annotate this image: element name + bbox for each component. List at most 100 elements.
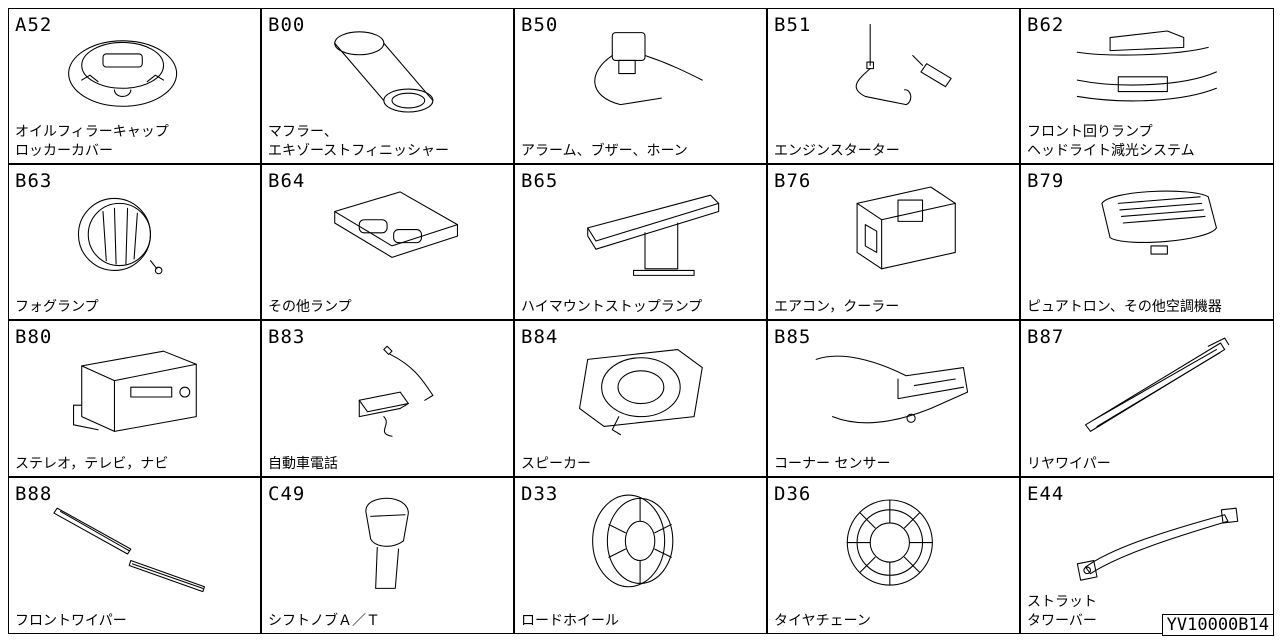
- part-code: E44: [1027, 483, 1065, 505]
- part-label: ロードホイール: [521, 612, 619, 631]
- part-cell-a52[interactable]: A52 オイルフィラーキャップロッカーカバー: [8, 8, 261, 164]
- part-label: 自動車電話: [268, 455, 338, 474]
- road-wheel-icon: [555, 486, 735, 604]
- catalog-code: YV10000B14: [1161, 614, 1274, 636]
- speaker-icon: [555, 329, 735, 447]
- part-label: スピーカー: [521, 455, 591, 474]
- part-code: D33: [521, 483, 559, 505]
- part-code: B85: [774, 326, 812, 348]
- part-label: シフトノブＡ／Ｔ: [268, 612, 380, 631]
- engine-starter-icon: [808, 17, 988, 135]
- part-cell-b79[interactable]: B79 ピュアトロン、その他空調機器: [1020, 164, 1274, 320]
- part-label-line: ストラット: [1027, 594, 1097, 610]
- part-code: B64: [268, 170, 306, 192]
- part-code: B80: [15, 326, 53, 348]
- muffler-icon: [302, 17, 482, 135]
- high-mount-stop-lamp-icon: [555, 173, 735, 291]
- part-cell-b84[interactable]: B84 スピーカー: [514, 320, 767, 477]
- part-label-line: ハイマウントストップランプ: [521, 299, 703, 315]
- part-cell-b51[interactable]: B51 エンジンスターター: [767, 8, 1020, 164]
- part-code: C49: [268, 483, 306, 505]
- part-label: リヤワイパー: [1027, 455, 1111, 474]
- part-code: B87: [1027, 326, 1065, 348]
- part-label: コーナー センサー: [774, 455, 890, 474]
- part-code: B00: [268, 14, 306, 36]
- air-conditioner-icon: [808, 173, 988, 291]
- part-label-line: タワーバー: [1027, 613, 1097, 629]
- part-label: ステレオ，テレビ，ナビ: [15, 455, 168, 474]
- part-code: B88: [15, 483, 53, 505]
- part-code: B76: [774, 170, 812, 192]
- part-cell-b80[interactable]: B80 ステレオ，テレビ，ナビ: [8, 320, 261, 477]
- part-label-line: ロッカーカバー: [15, 143, 113, 159]
- room-lamp-icon: [302, 173, 482, 291]
- alarm-horn-icon: [555, 17, 735, 135]
- part-label-line: コーナー センサー: [774, 456, 891, 472]
- part-label: その他ランプ: [268, 298, 352, 317]
- corner-sensor-icon: [808, 329, 988, 447]
- part-cell-b64[interactable]: B64 その他ランプ: [261, 164, 514, 320]
- part-cell-b62[interactable]: B62 フロント回りランプヘッドライト減光システム: [1020, 8, 1274, 164]
- part-label-line: ピュアトロン、その他空調機器: [1027, 299, 1222, 315]
- part-cell-c49[interactable]: C49 シフトノブＡ／Ｔ: [261, 477, 514, 634]
- part-label: フロントワイパー: [15, 612, 127, 631]
- part-label-line: リヤワイパー: [1027, 456, 1111, 472]
- part-cell-b87[interactable]: B87 リヤワイパー: [1020, 320, 1274, 477]
- part-cell-b63[interactable]: B63 フォグランプ: [8, 164, 261, 320]
- part-label-line: エンジンスターター: [774, 143, 900, 159]
- part-code: B79: [1027, 170, 1065, 192]
- part-label: ストラットタワーバー: [1027, 593, 1097, 631]
- part-cell-b00[interactable]: B00 マフラー、エキゾーストフィニッシャー: [261, 8, 514, 164]
- part-cell-b76[interactable]: B76 エアコン，クーラー: [767, 164, 1020, 320]
- part-label: ピュアトロン、その他空調機器: [1027, 298, 1222, 317]
- part-code: B65: [521, 170, 559, 192]
- part-code: B50: [521, 14, 559, 36]
- tire-chain-icon: [808, 486, 988, 604]
- part-label: ハイマウントストップランプ: [521, 298, 702, 317]
- part-cell-d33[interactable]: D33 ロードホイール: [514, 477, 767, 634]
- part-label-line: タイヤチェーン: [774, 613, 871, 629]
- part-label: フロント回りランプヘッドライト減光システム: [1027, 123, 1195, 161]
- part-label: フォグランプ: [15, 298, 99, 317]
- part-code: B63: [15, 170, 53, 192]
- part-cell-b88[interactable]: B88 フロントワイパー: [8, 477, 261, 634]
- oil-filler-cap-icon: [49, 17, 229, 135]
- part-label-line: アラーム、ブザー、ホーン: [521, 143, 688, 159]
- part-label-line: ロードホイール: [521, 613, 619, 629]
- part-label-line: シフトノブＡ／Ｔ: [268, 613, 380, 629]
- front-wiper-icon: [49, 486, 229, 604]
- part-cell-b83[interactable]: B83 自動車電話: [261, 320, 514, 477]
- part-label-line: 自動車電話: [268, 456, 338, 472]
- car-phone-icon: [302, 329, 482, 447]
- rear-wiper-icon: [1061, 329, 1241, 447]
- part-code: B62: [1027, 14, 1065, 36]
- part-cell-e44[interactable]: E44 ストラットタワーバー: [1020, 477, 1274, 634]
- part-label: マフラー、エキゾーストフィニッシャー: [268, 123, 449, 161]
- part-code: B51: [774, 14, 812, 36]
- part-code: B83: [268, 326, 306, 348]
- part-label-line: エキゾーストフィニッシャー: [268, 143, 450, 159]
- car-stereo-icon: [49, 329, 229, 447]
- part-cell-b85[interactable]: B85 コーナー センサー: [767, 320, 1020, 477]
- part-label-line: オイルフィラーキャップ: [15, 124, 169, 140]
- part-code: B84: [521, 326, 559, 348]
- part-cell-d36[interactable]: D36 タイヤチェーン: [767, 477, 1020, 634]
- part-label-line: フロントワイパー: [15, 613, 127, 629]
- air-purifier-icon: [1061, 173, 1241, 291]
- part-label-line: マフラー、: [268, 124, 338, 140]
- part-label-line: フロント回りランプ: [1027, 124, 1153, 140]
- part-label: エアコン，クーラー: [774, 298, 899, 317]
- part-cell-b50[interactable]: B50 アラーム、ブザー、ホーン: [514, 8, 767, 164]
- part-label: オイルフィラーキャップロッカーカバー: [15, 123, 169, 161]
- shift-knob-icon: [302, 486, 482, 604]
- part-cell-b65[interactable]: B65 ハイマウントストップランプ: [514, 164, 767, 320]
- part-label-line: スピーカー: [521, 456, 591, 472]
- part-code: D36: [774, 483, 812, 505]
- part-label: タイヤチェーン: [774, 612, 871, 631]
- part-label: エンジンスターター: [774, 142, 900, 161]
- part-code: A52: [15, 14, 53, 36]
- part-label-line: フォグランプ: [15, 299, 99, 315]
- part-label-line: ステレオ，テレビ，ナビ: [15, 456, 169, 472]
- part-label-line: ヘッドライト減光システム: [1027, 143, 1195, 159]
